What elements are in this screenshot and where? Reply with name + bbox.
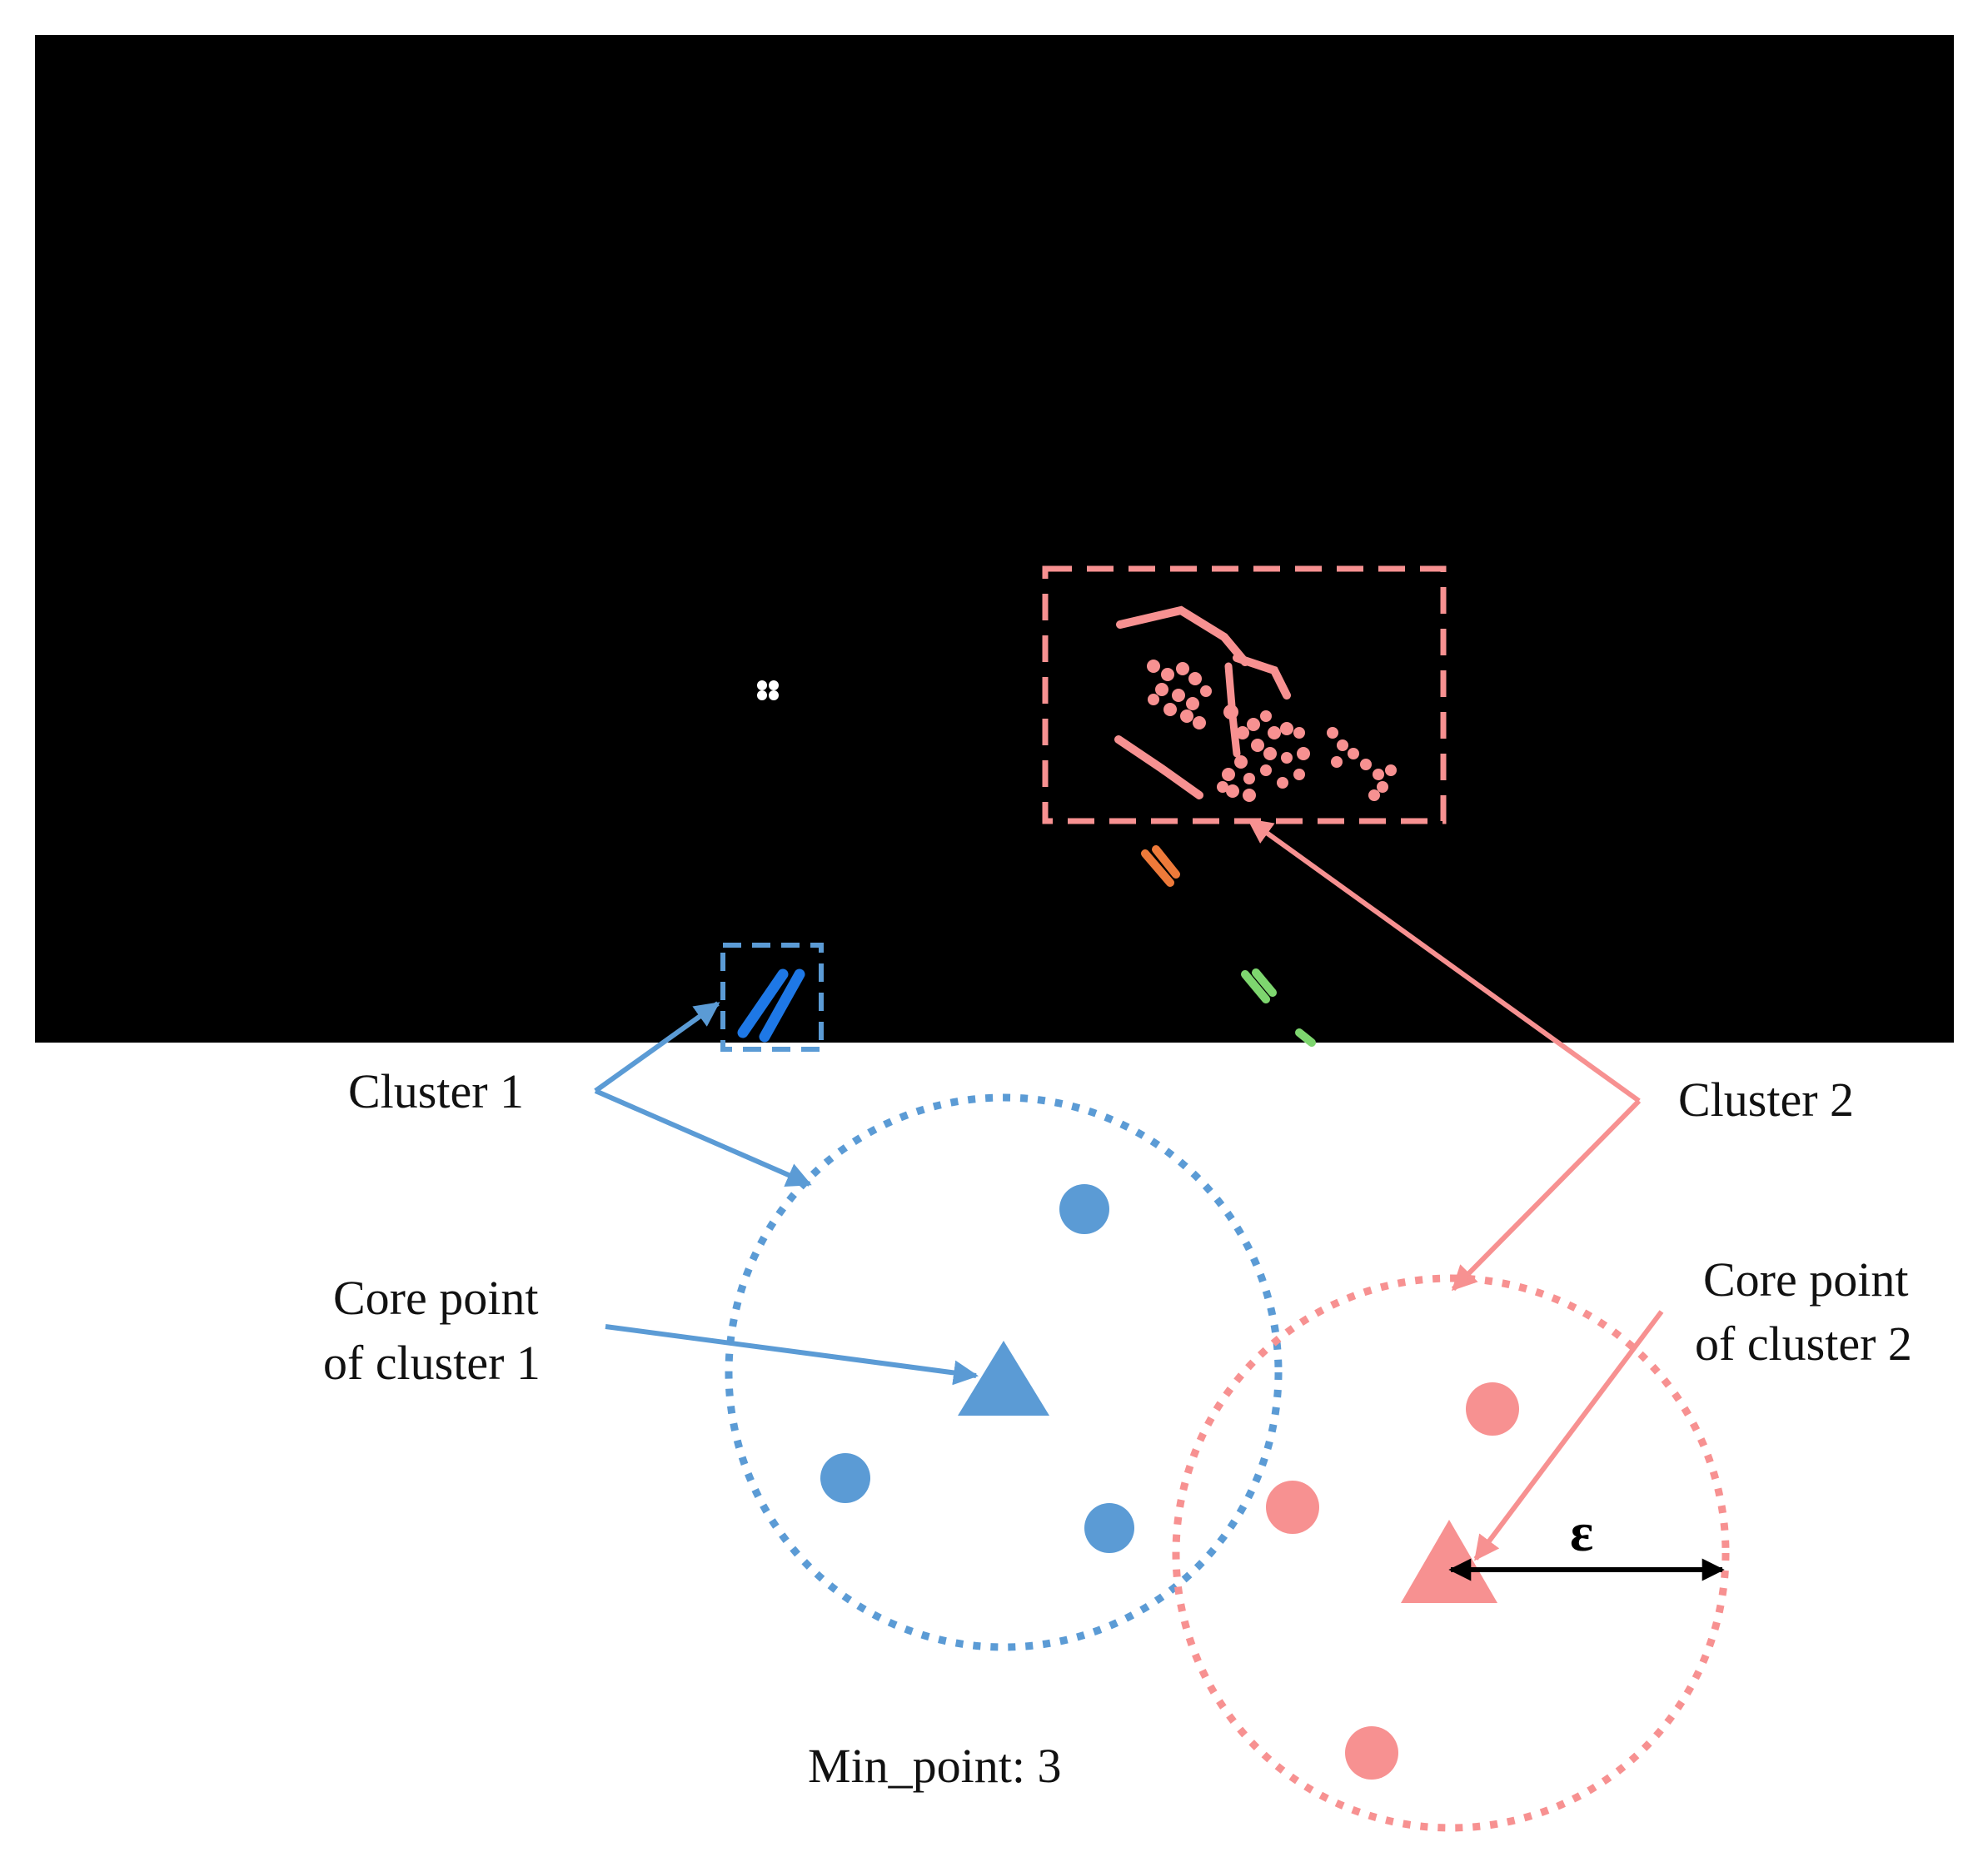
cluster2-label: Cluster 2 — [1678, 1073, 1854, 1127]
core2-label-line1: Core point — [1703, 1252, 1908, 1307]
core2-arrow — [1473, 1310, 1664, 1561]
cluster1-points — [737, 968, 805, 1043]
cluster2-bounding-box — [1042, 565, 1447, 824]
cluster2-point — [1466, 1382, 1519, 1436]
epsilon-label: ε — [1570, 1502, 1593, 1563]
point-cloud-background — [35, 35, 1954, 1043]
cluster1-point — [820, 1453, 870, 1503]
cluster2-point — [1266, 1481, 1319, 1534]
core2-label-line2: of cluster 2 — [1695, 1317, 1912, 1371]
cluster1-core-point-triangle — [958, 1341, 1049, 1416]
cluster1-bounding-box — [720, 943, 824, 1052]
cluster2-neighbourhood-circle — [1172, 1274, 1730, 1832]
core1-label-line1: Core point — [333, 1271, 538, 1325]
min-point-label: Min_point: 3 — [808, 1739, 1062, 1793]
cluster1-arrow-to-box — [594, 1001, 720, 1093]
point-cloud-panel — [35, 35, 1954, 1052]
cluster2-point — [1345, 1726, 1398, 1780]
cluster2-points — [1114, 605, 1397, 802]
cluster1-point — [1084, 1503, 1134, 1553]
core1-arrow — [605, 1324, 979, 1386]
cluster1-label: Cluster 1 — [348, 1064, 524, 1118]
cluster2-arrow-to-box — [1247, 818, 1641, 1103]
cluster2-arrow-to-circle — [1451, 1098, 1642, 1292]
cluster1-neighbourhood-circle — [725, 1093, 1283, 1651]
noise-point — [757, 680, 779, 700]
cluster1-arrow-to-circle — [594, 1088, 812, 1187]
cluster1-point — [1059, 1184, 1109, 1234]
green-cluster-points — [1241, 968, 1316, 1047]
orange-cluster-points — [1141, 845, 1180, 887]
core1-label-line2: of cluster 1 — [323, 1336, 541, 1390]
cluster2-core-point-triangle — [1401, 1520, 1497, 1603]
